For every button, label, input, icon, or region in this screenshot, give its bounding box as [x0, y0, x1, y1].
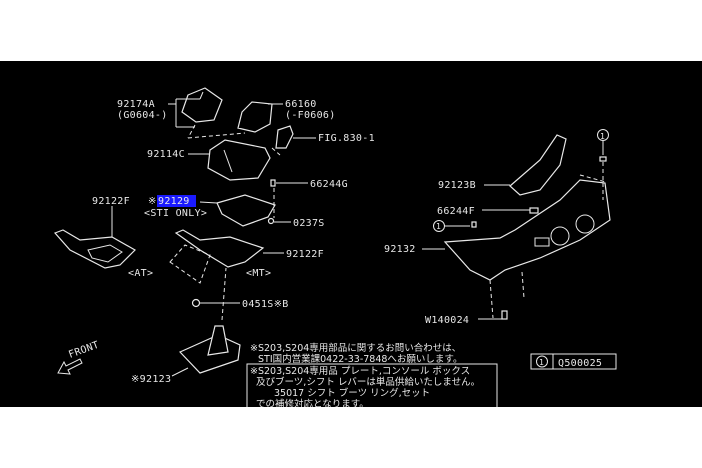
label-mt: <MT> [246, 268, 271, 279]
part-92123B-shape [484, 134, 567, 196]
part-92122F-mt-shape [169, 229, 284, 284]
front-arrow: FRONT [57, 340, 101, 375]
label-92174A-note: (G0604-) [117, 110, 168, 121]
label-66160-note: (-F0606) [285, 110, 336, 121]
legend-part-number: Q500025 [558, 358, 602, 369]
note-box-line-3: 35017 シフト ブーツ リング,セット [274, 387, 430, 399]
label-92123B: 92123B [438, 180, 476, 191]
diagram-id: A0200114 [625, 406, 676, 407]
label-sti-only: <STI ONLY> [144, 208, 207, 219]
part-console-92132-shape [422, 174, 611, 319]
label-92122F-mt: 92122F [286, 249, 324, 260]
label-66160: 66160 [285, 99, 317, 110]
note-box-line-1: ※S203,S204専用品 プレート,コンソール ボックス [250, 365, 470, 377]
part-92114C-shape [188, 139, 271, 181]
part-66160-shape [237, 101, 283, 133]
label-0451S: 0451S※B [242, 299, 289, 310]
part-92122F-at-shape [53, 206, 136, 269]
note-box [246, 363, 498, 407]
part-92129-shape [199, 179, 308, 227]
label-fig-830-1[interactable]: FIG.830-1 [318, 133, 375, 144]
label-92129[interactable]: 92129 [158, 196, 190, 207]
diagram-canvas: FRONT 92174A (G0604-) 66160 (-F0606) FIG… [53, 87, 676, 407]
circled-1-left: 1 [436, 222, 441, 231]
parts-diagram: FRONT 92174A (G0604-) 66160 (-F0606) FIG… [0, 61, 702, 407]
screw-shapes [433, 129, 609, 320]
selection-highlight [157, 195, 196, 207]
label-0237S: 0237S [293, 218, 325, 229]
note-box-line-4: での補修対応となります。 [256, 398, 369, 407]
front-label: FRONT [67, 340, 100, 361]
label-66244G: 66244G [310, 179, 348, 190]
note-line-2: STI国内営業課0422-33-7848へお願いします。 [258, 353, 462, 365]
label-66244F: 66244F [437, 206, 475, 217]
part-fig830-shape [271, 125, 316, 156]
legend-box: 1 Q500025 [530, 353, 617, 370]
circled-1-top: 1 [600, 132, 605, 141]
label-92174A: 92174A [117, 99, 155, 110]
label-W140024: W140024 [425, 315, 469, 326]
label-92122F-at: 92122F [92, 196, 130, 207]
part-92123-boot-shape [171, 325, 241, 377]
label-92132: 92132 [384, 244, 416, 255]
label-at: <AT> [128, 268, 153, 279]
label-92129-mark: ※ [148, 196, 157, 207]
note-box-line-2: 及びブーツ,シフト レバーは単品供給いたしません。 [256, 376, 480, 388]
legend-symbol: 1 [539, 358, 544, 367]
part-0451S-shape [191, 267, 240, 321]
part-92174A-shape [168, 87, 223, 128]
label-92114C: 92114C [147, 149, 185, 160]
label-92123: ※92123 [131, 374, 171, 385]
note-line-1: ※S203,S204専用部品に関するお問い合わせは、 [250, 342, 461, 354]
